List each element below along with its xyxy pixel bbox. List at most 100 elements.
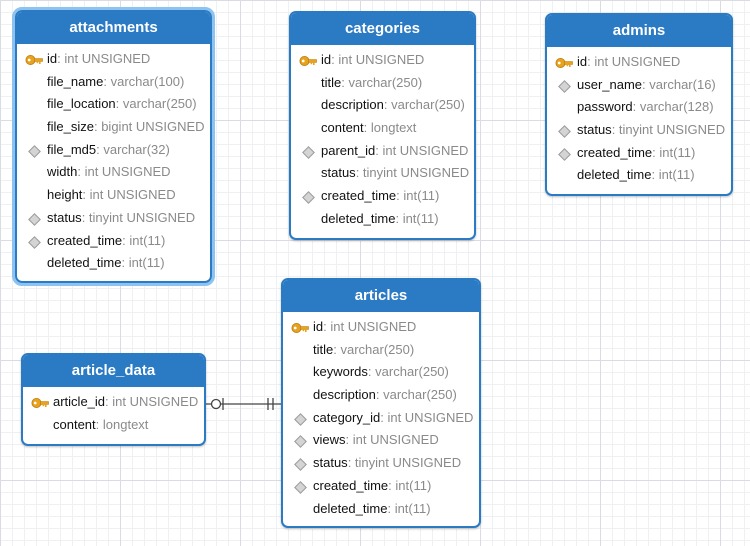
field-name: deleted_time [47, 255, 122, 271]
field-row[interactable]: deleted_time: int(11) [291, 208, 474, 231]
field-row[interactable]: status: tinyint UNSIGNED [283, 452, 479, 475]
field-row[interactable]: width: int UNSIGNED [17, 161, 210, 184]
field-row[interactable]: file_name: varchar(100) [17, 71, 210, 94]
field-row[interactable]: created_time: int(11) [283, 475, 479, 498]
field-type: int(11) [394, 500, 431, 516]
field-name: content [53, 416, 96, 432]
field-name: parent_id [321, 142, 376, 158]
field-type: int UNSIGNED [330, 319, 417, 334]
field-name: title [313, 341, 334, 357]
field-separator: : [363, 120, 371, 136]
field-row[interactable]: article_id: int UNSIGNED [23, 391, 204, 414]
field-name: created_time [47, 232, 123, 248]
index-diamond-icon [302, 145, 315, 159]
table-title: attachments [17, 12, 210, 44]
field-row[interactable]: height: int UNSIGNED [17, 184, 210, 207]
field-name: user_name [577, 76, 643, 92]
field-row[interactable]: id: int UNSIGNED [17, 48, 210, 71]
field-row[interactable]: status: tinyint UNSIGNED [547, 119, 731, 142]
field-separator: : [611, 122, 619, 138]
field-name: width [47, 164, 78, 180]
field-type: longtext [102, 416, 149, 432]
field-row[interactable]: id: int UNSIGNED [283, 316, 479, 339]
field-type: bigint UNSIGNED [101, 119, 205, 135]
field-separator: : [341, 74, 349, 90]
primary-key-icon [555, 55, 573, 69]
field-row[interactable]: deleted_time: int(11) [17, 252, 210, 275]
field-name: file_size [47, 119, 94, 135]
field-row[interactable]: description: varchar(250) [291, 94, 474, 117]
field-row[interactable]: created_time: int(11) [547, 142, 731, 165]
field-row[interactable]: views: int UNSIGNED [283, 429, 479, 452]
field-separator: : [651, 167, 659, 183]
table-title: categories [291, 13, 474, 45]
field-type: varchar(250) [391, 97, 465, 113]
field-row[interactable]: parent_id: int UNSIGNED [291, 140, 474, 163]
field-name: file_location [47, 96, 116, 112]
field-row[interactable]: deleted_time: int(11) [547, 164, 731, 187]
field-row[interactable]: keywords: varchar(250) [283, 361, 479, 384]
field-separator: : [632, 99, 640, 115]
field-row[interactable]: deleted_time: int(11) [283, 498, 479, 521]
field-row[interactable]: password: varchar(128) [547, 96, 731, 119]
field-name: id [313, 319, 324, 334]
field-separator: : [345, 432, 353, 448]
field-row[interactable]: file_md5: varchar(32) [17, 139, 210, 162]
field-separator: : [331, 52, 339, 67]
field-row[interactable]: file_size: bigint UNSIGNED [17, 116, 210, 139]
field-row[interactable]: title: varchar(250) [283, 339, 479, 362]
field-name: keywords [313, 364, 368, 380]
field-row[interactable]: user_name: varchar(16) [547, 74, 731, 97]
field-name: views [313, 432, 346, 448]
field-row[interactable]: description: varchar(250) [283, 384, 479, 407]
field-name: description [321, 97, 384, 113]
field-row[interactable]: id: int UNSIGNED [291, 49, 474, 72]
field-row[interactable]: file_location: varchar(250) [17, 93, 210, 116]
field-type: tinyint UNSIGNED [618, 122, 726, 138]
field-row[interactable]: status: tinyint UNSIGNED [291, 162, 474, 185]
field-name: created_time [577, 144, 653, 160]
field-row[interactable]: content: longtext [291, 117, 474, 140]
field-type: varchar(250) [340, 341, 415, 357]
field-name: status [313, 455, 348, 471]
field-name: password [577, 99, 633, 115]
field-type: int(11) [402, 210, 439, 226]
field-type: int(11) [403, 188, 440, 204]
field-name: id [577, 54, 588, 69]
field-type: int UNSIGNED [352, 432, 439, 448]
field-type: int UNSIGNED [338, 52, 425, 67]
index-diamond-icon [28, 235, 41, 249]
field-type: varchar(100) [110, 73, 185, 89]
field-type: varchar(128) [639, 99, 714, 115]
field-row[interactable]: title: varchar(250) [291, 72, 474, 95]
field-row[interactable]: created_time: int(11) [291, 185, 474, 208]
field-separator: : [380, 409, 388, 425]
field-row[interactable]: status: tinyint UNSIGNED [17, 207, 210, 230]
field-row[interactable]: category_id: int UNSIGNED [283, 407, 479, 430]
field-separator: : [115, 96, 123, 112]
field-separator: : [347, 455, 355, 471]
field-separator: : [395, 210, 403, 226]
field-row[interactable]: created_time: int(11) [17, 230, 210, 253]
table-title: articles [283, 280, 479, 312]
field-separator: : [103, 73, 111, 89]
field-name: content [321, 120, 364, 136]
field-type: int(11) [129, 232, 166, 248]
field-separator: : [81, 209, 89, 225]
field-separator: : [355, 165, 363, 181]
field-row[interactable]: content: longtext [23, 414, 204, 437]
field-separator: : [652, 144, 660, 160]
index-diamond-icon [28, 144, 41, 158]
field-type: int(11) [659, 144, 696, 160]
field-row[interactable]: id: int UNSIGNED [547, 51, 731, 74]
field-type: int(11) [128, 255, 165, 271]
table-title: article_data [23, 355, 204, 387]
field-separator: : [122, 232, 130, 248]
